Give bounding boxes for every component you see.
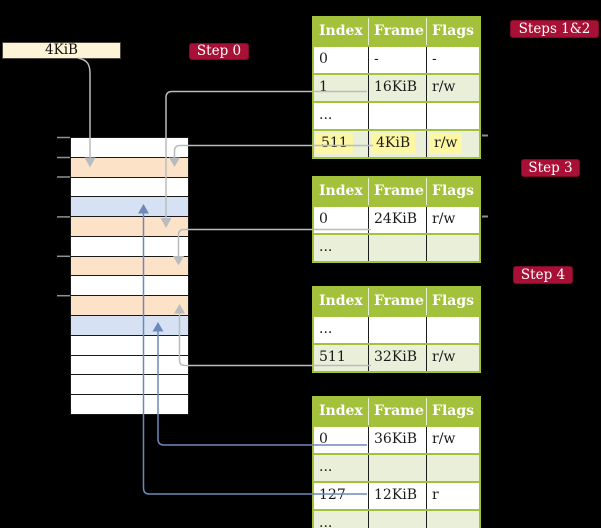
- address-label-4kib: 4KiB: [2, 42, 121, 59]
- cell-flags: [426, 317, 479, 343]
- table-row: 0 36KiB r/w: [314, 425, 479, 453]
- memory-address-ticks: [57, 136, 70, 297]
- cell-flags: r/w: [426, 345, 479, 371]
- col-header-flags: Flags: [426, 18, 479, 45]
- table-row: ...: [314, 233, 479, 261]
- memory-frame-row: [71, 138, 188, 157]
- badge-step-0: Step 0: [189, 43, 249, 60]
- table-row: 511 32KiB r/w: [314, 343, 479, 371]
- col-header-index: Index: [319, 403, 363, 419]
- memory-frame-row: [71, 394, 188, 414]
- highlighted-value: 511: [316, 133, 353, 154]
- table-row: ...: [314, 509, 479, 528]
- col-header-frame: Frame: [368, 288, 426, 315]
- badge-step-3: Step 3: [521, 159, 580, 177]
- col-header-index: Index: [319, 293, 363, 309]
- col-header-frame: Frame: [368, 178, 426, 205]
- cell-frame: [368, 103, 426, 129]
- cell-frame: 36KiB: [368, 427, 426, 453]
- cell-index: ...: [319, 321, 333, 337]
- cell-index: 0: [319, 51, 328, 67]
- cell-flags: r/w: [426, 75, 479, 101]
- col-header-frame: Frame: [368, 398, 426, 425]
- highlighted-value: r/w: [429, 133, 463, 154]
- memory-frame-row: [71, 216, 188, 236]
- cell-flags: [426, 455, 479, 481]
- cell-frame: [368, 235, 426, 261]
- page-table-step4: Index Frame Flags ... 511 32KiB r/w: [312, 286, 481, 373]
- page-table-final: Index Frame Flags 0 36KiB r/w ... 127 12…: [312, 396, 481, 528]
- cell-frame: 16KiB: [368, 75, 426, 101]
- table-row-highlighted: 511 4KiB r/w: [314, 129, 479, 157]
- col-header-index: Index: [319, 183, 363, 199]
- physical-memory-column: [70, 137, 189, 415]
- table-header-row: Index Frame Flags: [314, 178, 479, 205]
- connector-stub: [482, 134, 488, 218]
- cell-index: ...: [319, 239, 333, 255]
- badge-steps-1-2: Steps 1&2: [510, 20, 599, 38]
- memory-frame-row: [71, 156, 188, 177]
- cell-index: 511: [314, 131, 368, 157]
- cell-index: ...: [319, 459, 333, 475]
- col-header-index: Index: [319, 23, 363, 39]
- memory-frame-row: [71, 196, 188, 217]
- memory-frame-row: [71, 315, 188, 335]
- table-row: ...: [314, 101, 479, 129]
- cell-flags: [426, 103, 479, 129]
- col-header-frame: Frame: [368, 18, 426, 45]
- cell-frame: 32KiB: [368, 345, 426, 371]
- memory-frame-row: [71, 235, 188, 256]
- cell-frame: 24KiB: [368, 207, 426, 233]
- table-row: 0 - -: [314, 45, 479, 73]
- cell-frame: [368, 317, 426, 343]
- badge-step-4: Step 4: [513, 266, 573, 284]
- cell-frame: [368, 511, 426, 528]
- table-header-row: Index Frame Flags: [314, 288, 479, 315]
- table-row: 1 16KiB r/w: [314, 73, 479, 101]
- cell-index: 0: [319, 431, 328, 447]
- cell-frame: -: [368, 47, 426, 73]
- col-header-flags: Flags: [426, 178, 479, 205]
- memory-frame-row: [71, 275, 188, 296]
- cell-frame: 12KiB: [368, 483, 426, 509]
- highlighted-value: 4KiB: [371, 133, 416, 154]
- cell-flags: [426, 235, 479, 261]
- cell-flags: r/w: [426, 427, 479, 453]
- memory-frame-row: [71, 334, 188, 355]
- cell-index: ...: [319, 107, 333, 123]
- cell-flags: -: [426, 47, 479, 73]
- cell-flags: r/w: [426, 131, 479, 157]
- cell-flags: r: [426, 483, 479, 509]
- cell-index: 511: [319, 349, 346, 365]
- memory-frame-row: [71, 295, 188, 316]
- memory-frame-row: [71, 354, 188, 375]
- cell-index: 1: [319, 79, 328, 95]
- cell-flags: [426, 511, 479, 528]
- memory-frame-row: [71, 374, 188, 395]
- page-table-steps12: Index Frame Flags 0 - - 1 16KiB r/w ... …: [312, 16, 481, 159]
- table-header-row: Index Frame Flags: [314, 398, 479, 425]
- cell-index: ...: [319, 515, 333, 528]
- table-row: 127 12KiB r: [314, 481, 479, 509]
- col-header-flags: Flags: [426, 398, 479, 425]
- table-header-row: Index Frame Flags: [314, 18, 479, 45]
- memory-frame-row: [71, 255, 188, 276]
- memory-frame-row: [71, 176, 188, 197]
- table-row: ...: [314, 315, 479, 343]
- cell-index: 0: [319, 211, 328, 227]
- table-row: ...: [314, 453, 479, 481]
- col-header-flags: Flags: [426, 288, 479, 315]
- cell-frame: 4KiB: [368, 131, 426, 157]
- cell-frame: [368, 455, 426, 481]
- cell-index: 127: [319, 487, 346, 503]
- page-table-step3: Index Frame Flags 0 24KiB r/w ...: [312, 176, 481, 263]
- cell-flags: r/w: [426, 207, 479, 233]
- table-row: 0 24KiB r/w: [314, 205, 479, 233]
